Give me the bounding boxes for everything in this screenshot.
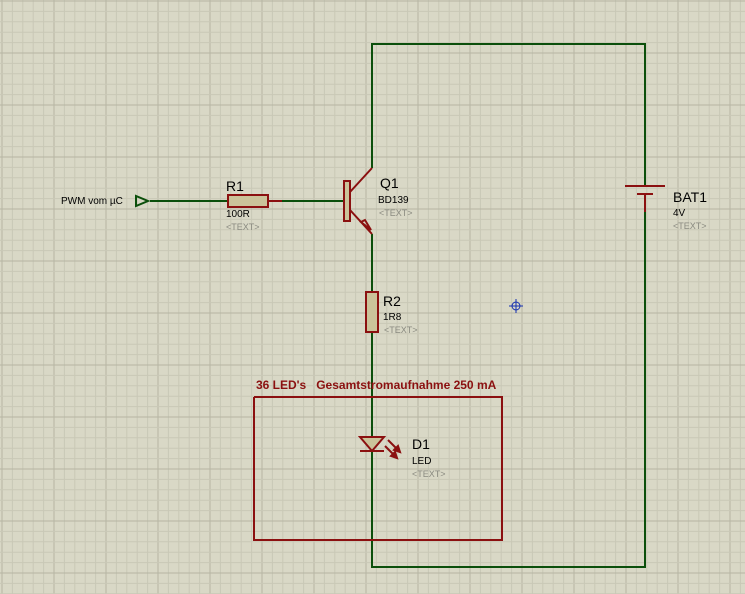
- bat1-text: <TEXT>: [673, 221, 707, 231]
- bat1-value: 4V: [673, 208, 686, 219]
- q1-text: <TEXT>: [379, 208, 413, 218]
- q1-value: BD139: [378, 195, 409, 206]
- wire-collector-battery[interactable]: [371, 43, 646, 186]
- resistor-r1[interactable]: [227, 194, 282, 208]
- led-d1[interactable]: [357, 436, 402, 460]
- wire-led-return[interactable]: [371, 212, 646, 568]
- bat1-reference: BAT1: [673, 189, 707, 205]
- r1-value: 100R: [226, 209, 250, 220]
- r2-value: 1R8: [383, 312, 402, 323]
- led-group-box: [253, 396, 503, 541]
- d1-reference: D1: [412, 436, 430, 452]
- crosshair-cursor-icon: [509, 299, 523, 313]
- d1-value: LED: [412, 456, 432, 467]
- wires: [150, 43, 646, 568]
- r2-reference: R2: [383, 293, 401, 309]
- d1-text: <TEXT>: [412, 469, 446, 479]
- transistor-q1[interactable]: [343, 167, 373, 235]
- q1-reference: Q1: [380, 175, 399, 191]
- led-group-note: 36 LED's Gesamtstromaufnahme 250 mA: [256, 378, 497, 392]
- r1-text: <TEXT>: [226, 222, 260, 232]
- input-terminal[interactable]: [135, 194, 151, 208]
- r2-text: <TEXT>: [384, 325, 418, 335]
- input-port-label: PWM vom µC: [61, 196, 123, 207]
- r1-reference: R1: [226, 178, 244, 194]
- resistor-r2[interactable]: [365, 291, 379, 333]
- battery-bat1[interactable]: [625, 185, 665, 212]
